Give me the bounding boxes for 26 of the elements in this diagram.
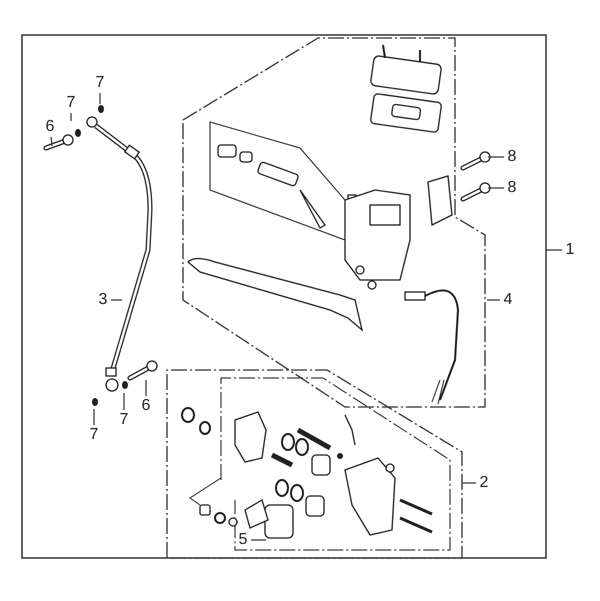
callout-number: 7: [120, 412, 128, 428]
leader-line: [70, 113, 72, 121]
callout-number: 4: [504, 292, 512, 308]
callout-number: 2: [480, 475, 488, 491]
callout-number: 8: [508, 180, 516, 196]
callout-number: 7: [66, 95, 76, 111]
callout-number: 8: [508, 149, 516, 165]
callout-number: 7: [90, 427, 98, 443]
leader-line: [488, 156, 504, 158]
leader-line: [93, 409, 95, 425]
leader-line: [488, 187, 504, 189]
leader-line: [50, 136, 53, 146]
leader-line: [462, 482, 476, 484]
leader-line: [487, 299, 500, 301]
leader-line: [145, 380, 147, 396]
callout-number: 5: [238, 532, 248, 548]
callout-number: 1: [566, 242, 574, 258]
leader-line: [251, 539, 266, 541]
callout-number: 7: [96, 75, 104, 91]
leader-line: [111, 299, 122, 301]
leader-line: [546, 249, 562, 251]
callout-number: 6: [46, 119, 54, 135]
callout-number: 3: [98, 292, 108, 308]
callout-number: 6: [142, 398, 150, 414]
leader-line: [99, 93, 101, 104]
leader-line: [123, 393, 125, 410]
